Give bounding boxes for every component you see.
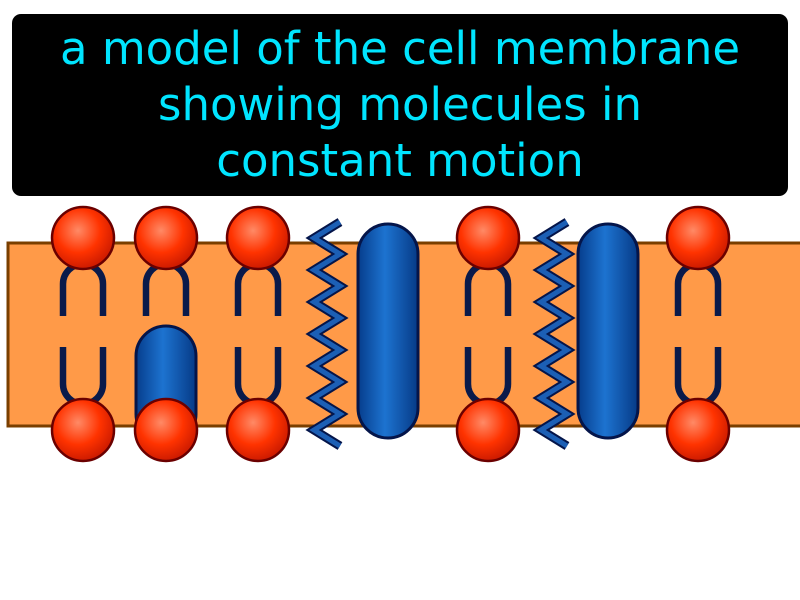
phosphate-head <box>455 397 521 463</box>
phosphate-head <box>225 397 291 463</box>
phosphate-head <box>133 397 199 463</box>
cholesterol-molecule <box>536 219 572 449</box>
cholesterol-molecule <box>309 219 345 449</box>
definition-caption-text: a model of the cell membrane showing mol… <box>59 22 741 187</box>
phosphate-head <box>455 205 521 271</box>
phosphate-head <box>50 397 116 463</box>
phosphate-head <box>50 205 116 271</box>
phospholipid <box>133 205 199 463</box>
phosphate-head <box>225 205 291 271</box>
phospholipid <box>455 205 521 463</box>
phospholipid <box>225 205 291 463</box>
phosphate-head <box>665 205 731 271</box>
phospholipid <box>50 205 116 463</box>
phosphate-head <box>665 397 731 463</box>
integral-protein <box>356 222 420 440</box>
integral-protein <box>576 222 640 440</box>
definition-caption-box: a model of the cell membrane showing mol… <box>12 14 788 196</box>
phospholipid <box>665 205 731 463</box>
phosphate-head <box>133 205 199 271</box>
